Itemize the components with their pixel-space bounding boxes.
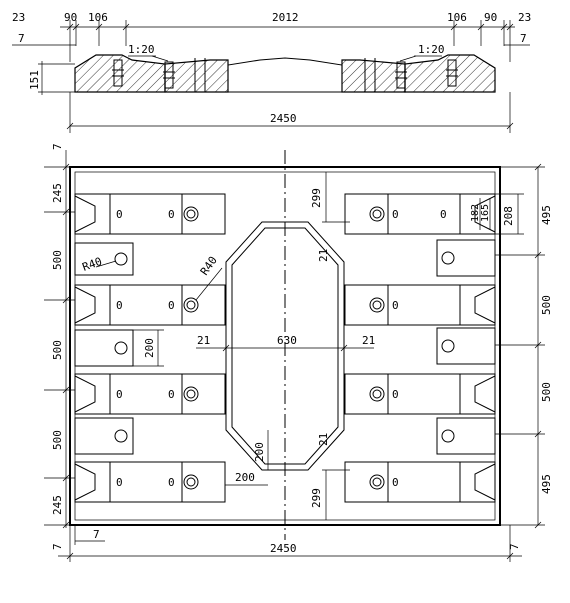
plan-view: 0 0 0 0 0 0 0 0 0 0 0 0 0 [44, 143, 553, 562]
slot-label: 0 [168, 388, 175, 401]
dim-right-500-b: 500 [540, 382, 553, 402]
dim-opening-side-left: 21 [197, 334, 210, 347]
dim-plan-width: 2450 [270, 542, 297, 555]
slot-label: 0 [116, 208, 123, 221]
dim-left-245-bottom: 245 [51, 495, 64, 515]
dim-chamfer-top: 21 [317, 249, 330, 262]
slot-label: 0 [168, 299, 175, 312]
dim-bottom-offset-left: 7 [51, 543, 64, 550]
slot-label: 0 [392, 476, 399, 489]
dim-left-500-a: 500 [51, 250, 64, 270]
central-opening-outer [225, 221, 345, 471]
dim-top-23-left: 23 [12, 11, 25, 24]
slot-label: 0 [392, 299, 399, 312]
section-left-rail [164, 59, 229, 93]
bolt-hole [183, 206, 199, 222]
pad-hole [114, 252, 128, 266]
slot-label: 0 [392, 208, 399, 221]
slot-label: 0 [116, 388, 123, 401]
dim-pad-200-a: 200 [143, 338, 156, 358]
bolt-hole [183, 386, 199, 402]
central-opening-inner [231, 227, 339, 465]
slope-label-right: 1:20 [418, 43, 445, 56]
dim-height-151: 151 [28, 70, 41, 90]
dim-top-2012: 2012 [272, 11, 299, 24]
right-rail-plates [344, 193, 496, 503]
dim-top-90-left: 90 [64, 11, 77, 24]
dim-right-182: 182 [470, 204, 481, 222]
pad-hole [441, 339, 455, 353]
section-right-rail [341, 59, 406, 93]
dim-center-bottom-299: 299 [310, 488, 323, 508]
dim-left-245-top: 245 [51, 183, 64, 203]
bolt-hole [183, 297, 199, 313]
dim-top-106-left: 106 [88, 11, 108, 24]
dim-top-offset: 7 [51, 143, 64, 150]
pad-hole [114, 429, 128, 443]
dim-offset-left: 7 [18, 32, 25, 45]
radius-label-left: R40 [81, 255, 104, 274]
dim-left-500-b: 500 [51, 340, 64, 360]
slot-label: 0 [116, 476, 123, 489]
anchor-pads [74, 239, 496, 455]
dim-pad-200-b: 200 [253, 442, 266, 462]
dim-chamfer-bottom: 21 [317, 433, 330, 446]
section-middle [227, 57, 343, 92]
slot-label: 0 [168, 208, 175, 221]
dim-section-width: 2450 [270, 112, 297, 125]
pad-hole [114, 341, 128, 355]
dim-offset-right: 7 [520, 32, 527, 45]
bolt-hole [369, 474, 385, 490]
dim-left-500-c: 500 [51, 430, 64, 450]
dim-bottom-small: 7 [93, 528, 100, 541]
bolt-hole [183, 474, 199, 490]
dim-opening-side-right: 21 [362, 334, 375, 347]
slot-label: 0 [440, 208, 447, 221]
slope-label-left: 1:20 [128, 43, 155, 56]
dim-right-500-a: 500 [540, 295, 553, 315]
dim-top-23-right: 23 [518, 11, 531, 24]
dim-bottom-offset-right: 7 [508, 543, 521, 550]
dim-right-495-top: 495 [540, 205, 553, 225]
bolt-hole [369, 206, 385, 222]
left-rail-plates [74, 193, 226, 503]
dim-right-495-bottom: 495 [540, 474, 553, 494]
dim-right-208: 208 [502, 206, 515, 226]
slot-label: 0 [392, 388, 399, 401]
dim-pad-200-c: 200 [235, 471, 255, 484]
slot-label: 0 [116, 299, 123, 312]
pad-hole [441, 251, 455, 265]
slab-outline [69, 166, 501, 526]
section-view: 23 90 106 2012 106 90 23 7 7 1:20 1:20 [12, 11, 531, 133]
dim-opening-630: 630 [277, 334, 297, 347]
bolt-hole [369, 386, 385, 402]
dim-right-165: 165 [480, 204, 491, 222]
dim-top-106-right: 106 [447, 11, 467, 24]
pad-hole [441, 429, 455, 443]
dim-top-90-right: 90 [484, 11, 497, 24]
dim-center-top-299: 299 [310, 188, 323, 208]
slot-label: 0 [168, 476, 175, 489]
bolt-hole [369, 297, 385, 313]
